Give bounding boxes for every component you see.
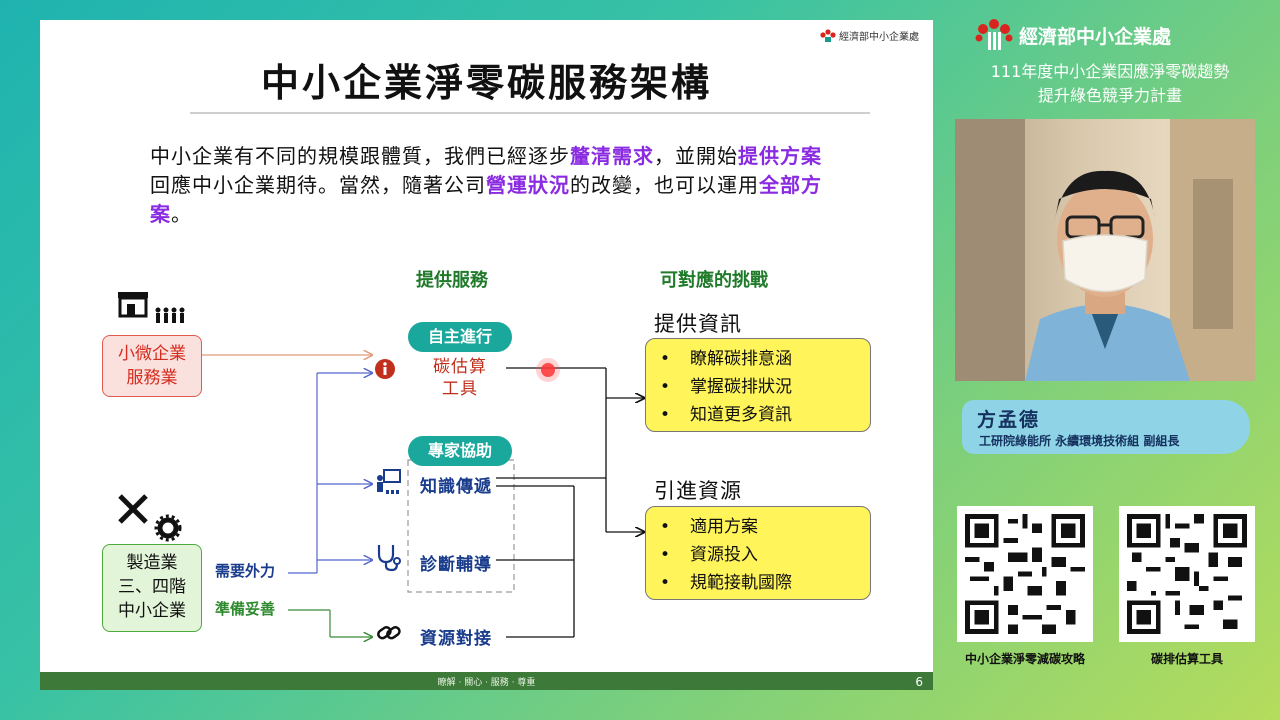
resource-matching-label: 資源對接 (420, 629, 492, 649)
resource-challenge-item: 規範接軌國際 (660, 569, 870, 597)
resource-challenge-item: 適用方案 (660, 513, 870, 541)
intro-paragraph: 中小企業有不同的規模跟體質，我們已經逐步釐清需求，並開始提供方案回應中小企業期待… (150, 142, 830, 229)
carbon-tool-line: 碳估算 (433, 357, 487, 377)
qr-code-icon (1127, 514, 1247, 634)
project-title-line: 提升綠色競爭力計畫 (1037, 86, 1182, 105)
carbon-tool-line: 工具 (442, 379, 478, 399)
intro-highlight: 釐清需求 (570, 144, 654, 168)
ready-label: 準備妥善 (215, 600, 276, 618)
info-challenge-item: 瞭解碳排意涵 (660, 345, 870, 373)
flow-connector-lines (202, 20, 933, 690)
services-column-heading: 提供服務 (416, 270, 488, 291)
diagnosis-label: 診斷輔導 (420, 555, 492, 575)
intro-highlight: 提供方案 (738, 144, 822, 168)
organizer-logo: 經濟部中小企業處 (975, 18, 1171, 52)
organizer-name: 經濟部中小企業處 (1019, 25, 1172, 48)
micro-box-line: 小微企業 (118, 344, 186, 364)
project-title: 111年度中小企業因應淨零碳趨勢 提升綠色競爭力計畫 (950, 60, 1270, 108)
slide-footer: 瞭解 · 關心 · 服務 · 尊重 (40, 672, 933, 690)
micro-box-line: 服務業 (126, 368, 178, 388)
presentation-slide: 經濟部中小企業處 中小企業淨零碳服務架構 中小企業有不同的規模跟體質，我們已經逐… (40, 20, 933, 690)
speaker-role: 工研院綠能所 永續環境技術組 副組長 (979, 434, 1180, 448)
mfg-box-line: 製造業 (126, 553, 178, 573)
shop-people-icon (118, 292, 185, 323)
qr-code-strategy[interactable] (957, 506, 1093, 642)
mfg-box-line: 三、四階 (118, 577, 186, 597)
self-service-pill: 自主進行 (408, 322, 512, 352)
intro-text: 的改變，也可以運用 (570, 173, 759, 197)
expert-assist-pill: 專家協助 (408, 436, 512, 466)
needs-help-label: 需要外力 (215, 562, 276, 580)
slide-title: 中小企業淨零碳服務架構 (260, 61, 712, 105)
speaker-name: 方孟德 (977, 409, 1041, 431)
project-title-line: 111年度中小企業因應淨零碳趨勢 (990, 62, 1230, 81)
intro-text: 中小企業有不同的規模跟體質，我們已經逐步 (150, 144, 570, 168)
slide-logo: 經濟部中小企業處 (820, 28, 919, 43)
intro-highlight: 營運狀況 (486, 173, 570, 197)
info-challenge-title: 提供資訊 (654, 312, 742, 336)
speaker-video-feed (955, 119, 1255, 381)
resource-challenge-box: 適用方案 資源投入 規範接軌國際 (645, 506, 871, 600)
speaker-name-banner (962, 400, 1250, 454)
mfg-box-line: 中小企業 (118, 601, 186, 621)
micro-enterprise-box: 小微企業 服務業 (102, 335, 202, 397)
slide-logo-text: 經濟部中小企業處 (839, 32, 919, 43)
slide-page-number: 6 (915, 675, 923, 689)
resource-challenge-title: 引進資源 (654, 479, 742, 503)
speaker-video-image (955, 119, 1255, 381)
presenter-icon (377, 469, 401, 494)
info-icon (375, 359, 395, 379)
slide-footer-motto: 瞭解 · 關心 · 服務 · 尊重 (437, 677, 536, 688)
intro-text: 回應中小企業期待。當然，隨著公司 (150, 173, 486, 197)
info-challenge-item: 知道更多資訊 (660, 401, 870, 429)
info-challenge-item: 掌握碳排狀況 (660, 373, 870, 401)
qr-code-carbon-tool[interactable] (1119, 506, 1255, 642)
title-divider (190, 112, 870, 114)
stethoscope-icon (377, 545, 401, 572)
info-challenge-box: 瞭解碳排意涵 掌握碳排狀況 知道更多資訊 (645, 338, 871, 432)
intro-highlight: 全部方案 (150, 173, 822, 226)
knowledge-transfer-label: 知識傳遞 (420, 477, 492, 497)
qr-code-icon (965, 514, 1085, 634)
qr-label-carbon-tool: 碳排估算工具 (1150, 652, 1223, 666)
plum-blossom-logo-icon (975, 19, 1013, 50)
chain-link-icon (377, 626, 401, 640)
carbon-tool-label: 碳估算 工具 (420, 356, 500, 400)
wrench-gear-icon (118, 494, 182, 542)
intro-text: ，並開始 (654, 144, 738, 168)
resource-challenge-item: 資源投入 (660, 541, 870, 569)
manufacturing-box: 製造業 三、四階 中小企業 (102, 544, 202, 632)
intro-text: 。 (171, 202, 192, 226)
challenges-column-heading: 可對應的挑戰 (660, 270, 768, 291)
plum-blossom-logo-icon (820, 28, 836, 42)
qr-label-strategy: 中小企業淨零減碳攻略 (964, 652, 1085, 666)
